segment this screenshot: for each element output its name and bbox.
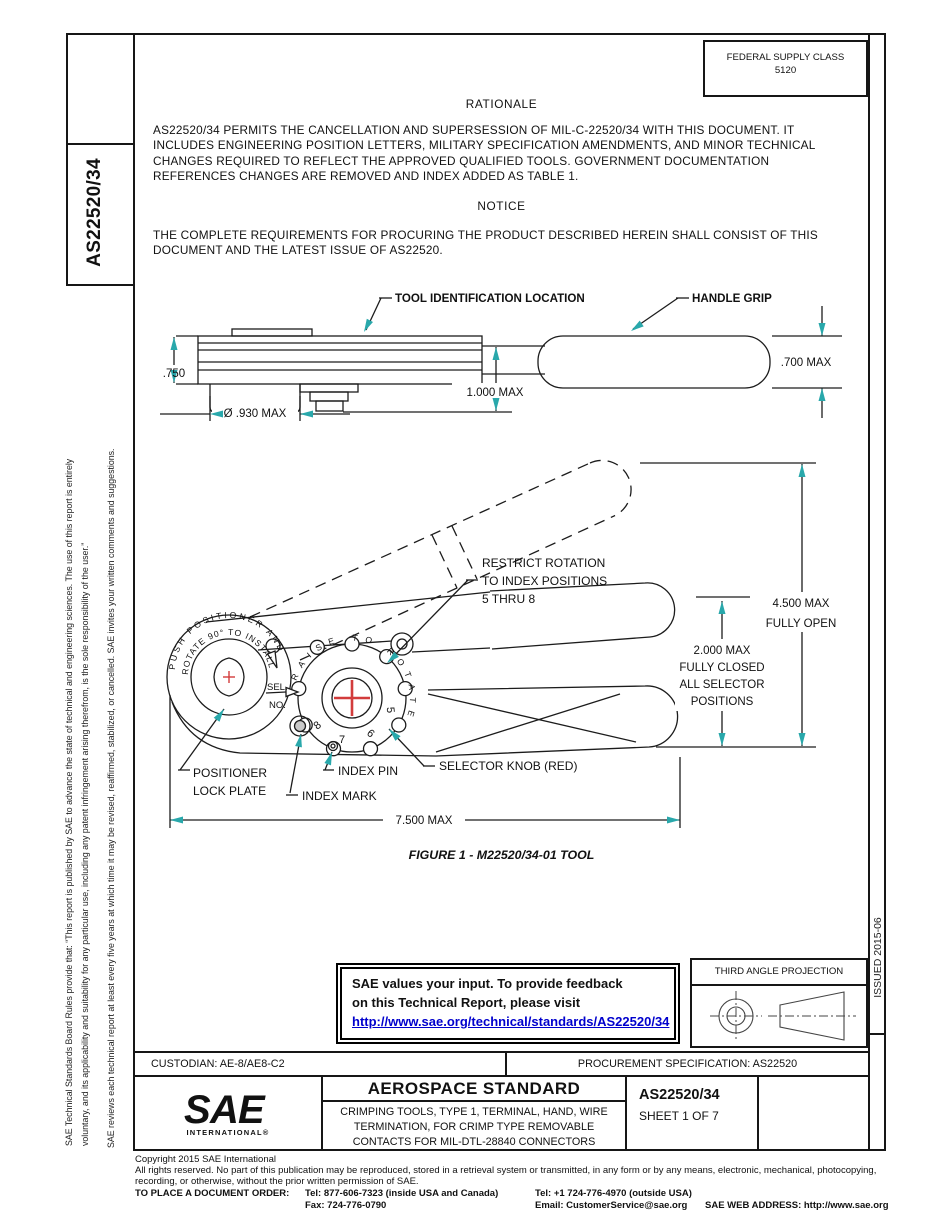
dim-750: .750 (163, 368, 185, 380)
footer-copyright: Copyright 2015 SAE International (135, 1154, 277, 1165)
notice-heading: NOTICE (477, 199, 526, 213)
third-angle-projection-title: THIRD ANGLE PROJECTION (692, 960, 866, 986)
sae-logo-international: INTERNATIONAL® (186, 1128, 269, 1137)
feedback-box: SAE values your input. To provide feedba… (336, 963, 680, 1044)
dim-700: .700 MAX (781, 357, 832, 369)
label-restrict-2: TO INDEX POSITIONS (482, 574, 607, 588)
label-positioner-1: POSITIONER (193, 766, 267, 780)
title-block-empty-cell (759, 1077, 868, 1149)
label-index-mark: INDEX MARK (302, 789, 377, 803)
label-positioner-2: LOCK PLATE (193, 784, 266, 798)
topview-tab (231, 328, 313, 337)
dim-1000: 1.000 MAX (467, 387, 524, 399)
third-angle-projection-box: THIRD ANGLE PROJECTION (690, 958, 868, 1048)
lower-handle (427, 685, 679, 757)
footer-rights-2: recording, or otherwise, without the pri… (135, 1176, 419, 1187)
sidebar-doc-number: AS22520/34 (84, 158, 105, 267)
rationale-paragraph: AS22520/34 PERMITS THE CANCELLATION AND … (153, 123, 816, 183)
red-cross-marks (223, 671, 370, 716)
dim-930: Ø .930 MAX (224, 408, 287, 420)
svg-text:ROTATE 90° TO INSTALL: ROTATE 90° TO INSTALL (180, 627, 277, 675)
procurement-spec-cell: PROCUREMENT SPECIFICATION: AS22520 (577, 1058, 798, 1070)
rationale-heading: RATIONALE (465, 97, 538, 111)
sae-logo-s: S (184, 1088, 211, 1132)
dim-4500-2: FULLY OPEN (766, 618, 837, 630)
label-index-pin: INDEX PIN (338, 764, 398, 778)
knob-number-8: 8 (311, 719, 323, 732)
footer-tel-outside: Tel: +1 724-776-4970 (outside USA) (535, 1188, 692, 1199)
upper-handle (489, 582, 676, 650)
dim-2000-1: 2.000 MAX (694, 645, 751, 657)
third-angle-projection-symbol (710, 991, 856, 1042)
label-tool-identification: TOOL IDENTIFICATION LOCATION (395, 292, 585, 305)
title-block-number-cell: AS22520/34 SHEET 1 OF 7 (627, 1077, 759, 1149)
sae-logo-a: A (209, 1088, 239, 1132)
dim-2000-4: POSITIONS (691, 696, 754, 708)
sae-logo-e: E (238, 1088, 266, 1132)
title-block-title-cell: AEROSPACE STANDARD CRIMPING TOOLS, TYPE … (321, 1077, 627, 1149)
curved-text-rotate: ROTATE 90° TO INSTALL (180, 627, 276, 675)
knob-number-5: 5 (384, 707, 396, 714)
positioner-outer-circle (166, 614, 292, 740)
footer-web: SAE WEB ADDRESS: http://www.sae.org (705, 1200, 889, 1211)
dim-4500-1: 4.500 MAX (773, 598, 830, 610)
border-right-outer (884, 33, 886, 1151)
federal-supply-class-value: 5120 (774, 65, 797, 76)
federal-supply-class-label: FEDERAL SUPPLY CLASS (726, 52, 845, 63)
feedback-line-2: on this Technical Report, please visit (352, 995, 581, 1010)
label-handle-grip: HANDLE GRIP (692, 292, 772, 305)
notice-paragraph: THE COMPLETE REQUIREMENTS FOR PROCURING … (153, 228, 818, 258)
footer-email: Email: CustomerService@sae.org (535, 1200, 688, 1211)
issued-date: ISSUED 2015-06 (872, 917, 884, 998)
label-no: NO. (269, 700, 286, 711)
custodian-row: CUSTODIAN: AE-8/AE8-C2 PROCUREMENT SPECI… (133, 1051, 870, 1077)
label-restrict-1: RESTRICT ROTATION (482, 556, 605, 570)
border-left-content (133, 33, 135, 1151)
standard-subtitle: CRIMPING TOOLS, TYPE 1, TERMINAL, HAND, … (340, 1106, 608, 1148)
hinge-pin (390, 632, 414, 656)
footer-fax: Fax: 724-776-0790 (305, 1200, 387, 1211)
index-pin (327, 740, 339, 752)
sidebar-review-text: SAE reviews each technical report at lea… (106, 448, 116, 1148)
knob-number-6: 6 (364, 727, 376, 740)
dim-2000-2: FULLY CLOSED (679, 662, 764, 674)
sidebar-disclaimer-text: SAE Technical Standards Board Rules prov… (64, 458, 90, 1146)
border-right-inner (868, 33, 870, 1151)
sae-logo: S A E INTERNATIONAL® (135, 1077, 321, 1149)
title-block: S A E INTERNATIONAL® AEROSPACE STANDARD … (133, 1075, 870, 1151)
footer-rights-1: All rights reserved. No part of this pub… (135, 1165, 877, 1176)
footer-order-label: TO PLACE A DOCUMENT ORDER: (135, 1188, 290, 1199)
dim-2000-3: ALL SELECTOR (679, 679, 764, 691)
sheet-number: SHEET 1 OF 7 (639, 1109, 719, 1123)
dim-7500: 7.500 MAX (396, 815, 453, 827)
positioner-lock-plate (190, 638, 268, 716)
label-selector-knob: SELECTOR KNOB (RED) (439, 759, 577, 773)
custodian-cell: CUSTODIAN: AE-8/AE8-C2 (135, 1053, 507, 1075)
figure-caption: FIGURE 1 - M22520/34-01 TOOL (408, 848, 595, 862)
issued-compartment-line (868, 1033, 886, 1035)
sidebar-empty-box (66, 33, 135, 145)
federal-supply-class-box: FEDERAL SUPPLY CLASS 5120 (703, 40, 868, 97)
topview-handle (537, 335, 771, 389)
standard-type: AEROSPACE STANDARD (323, 1077, 625, 1102)
feedback-line-1: SAE values your input. To provide feedba… (352, 976, 623, 991)
doc-number: AS22520/34 (639, 1087, 720, 1103)
figure-1-drawing: PUSH POSITIONER AND ROTATE 90° TO INSTAL… (159, 292, 842, 828)
feedback-link[interactable]: http://www.sae.org/technical/standards/A… (352, 1014, 670, 1029)
sidebar-docnumber-box (66, 143, 135, 286)
topview-knob-step1 (299, 383, 359, 393)
border-top (66, 33, 886, 35)
label-restrict-3: 5 THRU 8 (482, 592, 535, 606)
label-sel: SEL. (267, 682, 288, 693)
footer-tel-inside: Tel: 877-606-7323 (inside USA and Canada… (305, 1188, 499, 1199)
positioner-cam (213, 657, 245, 697)
knob-number-7: 7 (339, 734, 345, 746)
dimension-arrowheads (170, 318, 826, 824)
open-handle-dashed (249, 459, 632, 661)
